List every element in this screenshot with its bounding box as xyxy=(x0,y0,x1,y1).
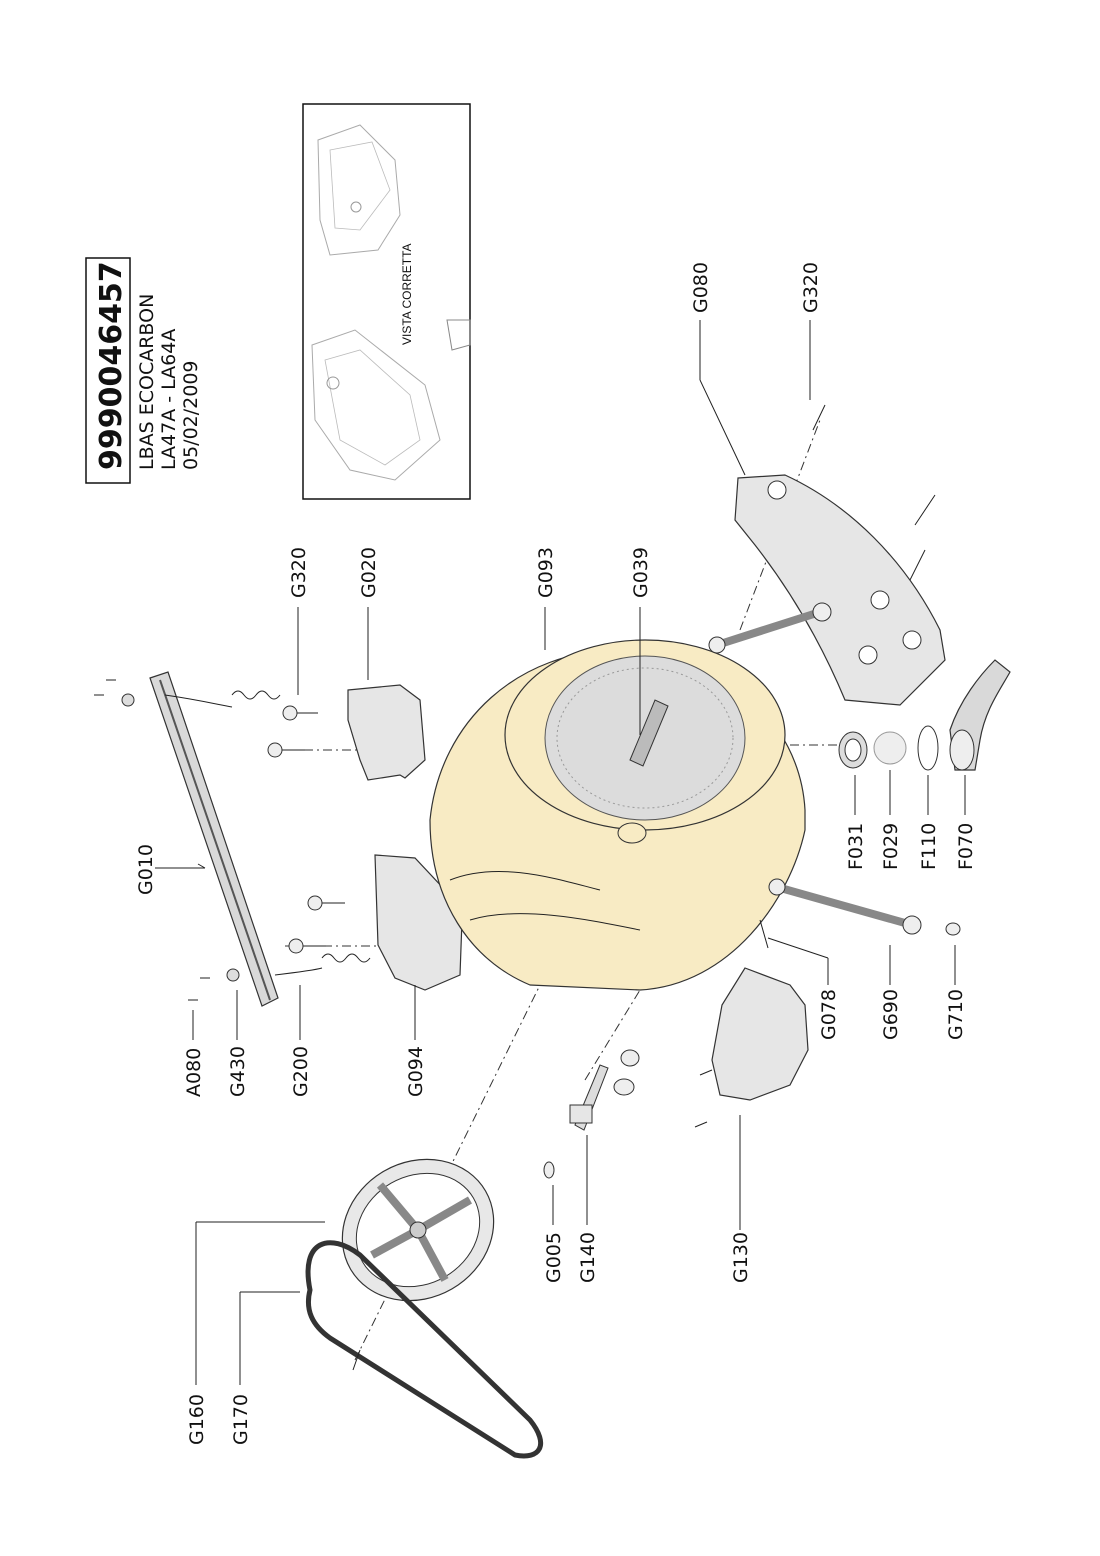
model-line-1: LBAS ECOCARBON xyxy=(136,294,158,470)
label-F070: F070 xyxy=(955,823,977,870)
label-G094: G094 xyxy=(405,1046,427,1097)
shock-absorber-top xyxy=(708,602,832,654)
document-code: 9990046457 xyxy=(94,261,129,470)
label-G160: G160 xyxy=(186,1394,208,1445)
label-F029: F029 xyxy=(880,823,902,870)
tub-assembly xyxy=(429,639,806,991)
label-A080: A080 xyxy=(183,1048,205,1097)
label-G710: G710 xyxy=(945,989,967,1040)
label-G093: G093 xyxy=(535,547,557,598)
sump-parts xyxy=(838,659,1011,771)
drive-belt xyxy=(305,1240,544,1459)
label-G020: G020 xyxy=(358,547,380,598)
label-G080: G080 xyxy=(690,262,712,313)
model-line-2: LA47A - LA64A xyxy=(158,329,180,470)
label-G140: G140 xyxy=(577,1232,599,1283)
label-G005: G005 xyxy=(543,1232,565,1283)
document-date: 05/02/2009 xyxy=(180,360,202,470)
cradle-screws xyxy=(812,404,936,581)
drum-lifter xyxy=(629,699,669,767)
label-G078: G078 xyxy=(818,989,840,1040)
label-G130: G130 xyxy=(730,1232,752,1283)
shock-absorber-bottom xyxy=(759,878,961,949)
inset-caption: VISTA CORRETTA xyxy=(400,243,414,345)
part-labels: G010 G320 G020 G093 G039 G080 G320 F031 … xyxy=(135,262,977,1445)
counterweight-bottom xyxy=(374,854,463,991)
label-G320-right: G320 xyxy=(800,262,822,313)
label-G430: G430 xyxy=(227,1046,249,1097)
label-G690: G690 xyxy=(880,989,902,1040)
code-box xyxy=(85,257,131,484)
heater-parts xyxy=(543,1049,640,1179)
motor xyxy=(711,967,809,1101)
inset-view: VISTA CORRETTA xyxy=(302,103,471,500)
top-rail-assembly xyxy=(94,671,371,1007)
counterweight-screws xyxy=(267,705,345,954)
pulley xyxy=(341,1158,495,1302)
header-block: 9990046457 LBAS ECOCARBON LA47A - LA64A … xyxy=(85,257,202,484)
label-G010: G010 xyxy=(135,844,157,895)
label-G039: G039 xyxy=(630,547,652,598)
label-G170: G170 xyxy=(230,1394,252,1445)
label-G200: G200 xyxy=(290,1046,312,1097)
label-F110: F110 xyxy=(918,823,940,870)
leader-lines xyxy=(155,320,966,1385)
label-G320-top: G320 xyxy=(288,547,310,598)
label-F031: F031 xyxy=(845,823,867,870)
rear-cradle xyxy=(734,474,946,706)
counterweight-top xyxy=(347,684,426,781)
